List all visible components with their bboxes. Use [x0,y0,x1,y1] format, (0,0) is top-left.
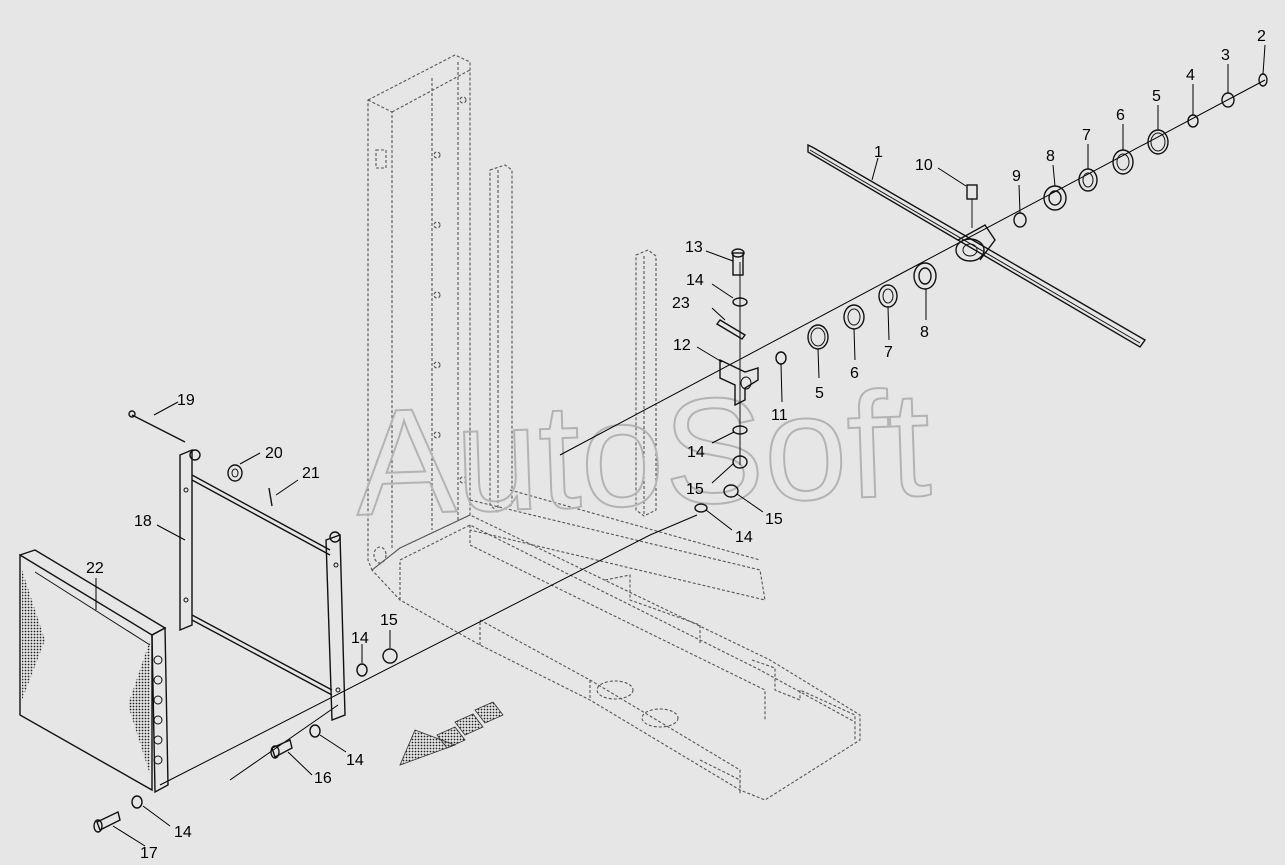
callout-19: 19 [177,392,195,409]
callout-14-mid: 14 [687,444,705,461]
callout-20: 20 [265,445,283,462]
direction-arrow-icon [399,701,504,766]
callout-8-bottom: 8 [920,324,929,341]
callout-23: 23 [672,295,690,312]
callout-12: 12 [673,337,691,354]
callout-21: 21 [302,465,320,482]
callout-9: 9 [1012,168,1021,185]
callout-4: 4 [1186,67,1195,84]
bracket-assembly [694,248,759,513]
callout-15-mid: 15 [686,481,704,498]
callout-3: 3 [1221,47,1230,64]
callout-15-right: 15 [765,511,783,528]
callout-13: 13 [685,239,703,256]
chassis-frame [367,54,861,801]
callout-8-top: 8 [1046,148,1055,165]
spreader-shaft [807,143,1147,348]
callout-14-lower: 14 [346,752,364,769]
callout-15-radiator: 15 [380,612,398,629]
callout-7-top: 7 [1082,127,1091,144]
callout-10: 10 [915,157,933,174]
callout-18: 18 [134,513,152,530]
radiator-core [19,549,169,794]
callout-6-bottom: 6 [850,365,859,382]
callout-7-bottom: 7 [884,344,893,361]
grease-nipple [966,184,978,228]
callout-14-upper: 14 [686,272,704,289]
callout-1: 1 [874,144,883,161]
callout-14-radiator: 14 [351,630,369,647]
leader-lines [95,44,1266,847]
callout-2: 2 [1257,28,1266,45]
callout-14-right: 14 [735,529,753,546]
callout-6-top: 6 [1116,107,1125,124]
callout-5-top: 5 [1152,88,1161,105]
callout-22: 22 [86,560,104,577]
callout-11: 11 [771,407,788,424]
callout-labels: 1 2 3 4 5 5 6 6 7 7 8 8 9 10 11 12 13 14… [86,28,1266,862]
pin-parts [128,410,273,507]
watermark-text: AutoSoft [352,359,933,547]
callout-17: 17 [140,845,158,862]
radiator-frame [179,448,346,722]
callout-16: 16 [314,770,332,787]
callout-5-bottom: 5 [815,385,824,402]
lower-fasteners [93,648,398,833]
callout-14-bottom: 14 [174,824,192,841]
